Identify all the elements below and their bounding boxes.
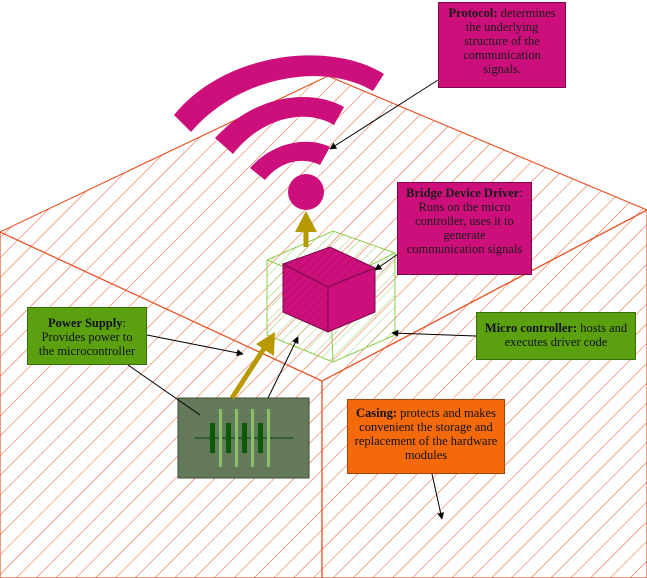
wifi-signal-icon: [174, 55, 384, 210]
power-connector: [146, 334, 244, 357]
bridge-driver-label-title: Bridge Device Driver: [406, 186, 520, 200]
bridge-connector: [374, 253, 399, 271]
casing-label-box: Casing: protects and makes convenient th…: [347, 399, 505, 474]
battery-cube-connector: [267, 336, 299, 399]
micro-controller-label-title: Micro controller:: [484, 321, 578, 335]
bridge-driver-label-body: : Runs on the micro controller, uses it …: [406, 186, 523, 256]
protocol-label-box: Protocol: determines the underlying stru…: [438, 2, 566, 88]
protocol-label-body: determines the underlying structure of t…: [463, 6, 556, 76]
power-supply-label-title: Power Supply: [48, 316, 123, 330]
power-supply-label-box: Power Supply: Provides power to the micr…: [27, 307, 147, 365]
power-supply-label-body: : Provides power to the microcontroller: [38, 316, 136, 358]
cube-icon: [281, 246, 377, 333]
signal-flow-arrow: [295, 211, 317, 247]
bridge-driver-label-box: Bridge Device Driver: Runs on the micro …: [397, 182, 532, 275]
micro-controller-label-box: Micro controller: hosts and executes dri…: [476, 312, 636, 360]
casing-label-title: Casing:: [356, 406, 398, 420]
protocol-connector: [329, 79, 439, 150]
protocol-label-title: Protocol:: [448, 6, 498, 20]
casing-right-face: [321, 209, 647, 578]
power-battery-connector: [127, 364, 201, 416]
power-flow-arrow: [229, 332, 275, 400]
battery-icon: [177, 397, 310, 479]
micro-connector: [391, 329, 477, 337]
casing-connector: [431, 473, 445, 520]
micro-controller-label-body: hosts and executes driver code: [504, 321, 628, 349]
casing-label-body: protects and makes convenient the storag…: [354, 406, 498, 462]
